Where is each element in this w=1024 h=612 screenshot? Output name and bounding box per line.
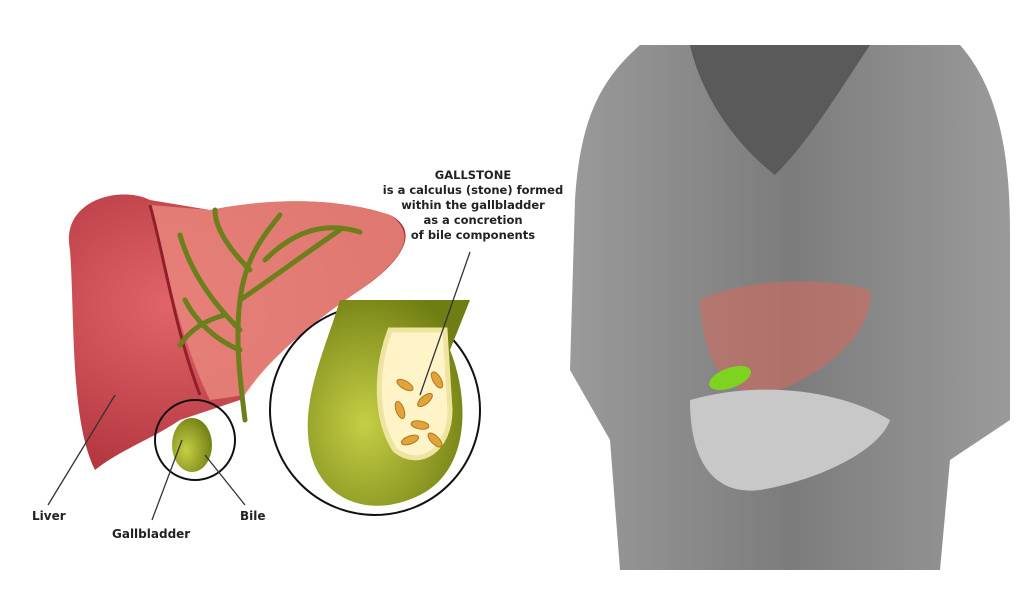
- label-gallbladder: Gallbladder: [112, 527, 191, 541]
- callout-line: within the gallbladder: [401, 198, 545, 212]
- gallbladder-small: [172, 418, 212, 472]
- label-bile: Bile: [240, 509, 266, 523]
- callout-line: of bile components: [410, 228, 536, 242]
- callout-title: GALLSTONE: [434, 168, 512, 182]
- gallstone-callout: GALLSTONE is a calculus (stone) formed w…: [378, 168, 568, 243]
- bile-ducts: [177, 207, 363, 423]
- callout-line: as a concretion: [423, 213, 523, 227]
- label-liver: Liver: [32, 509, 66, 523]
- magnified-gallbladder: [269, 300, 481, 516]
- woman-photo: [565, 0, 1024, 570]
- liver-overlay: [700, 281, 871, 393]
- hands: [690, 389, 890, 491]
- gallbladder-overlay: [709, 365, 751, 391]
- leader-lines: [47, 251, 471, 521]
- callout-line: is a calculus (stone) formed: [382, 183, 564, 197]
- magnify-circle-small: [154, 399, 236, 481]
